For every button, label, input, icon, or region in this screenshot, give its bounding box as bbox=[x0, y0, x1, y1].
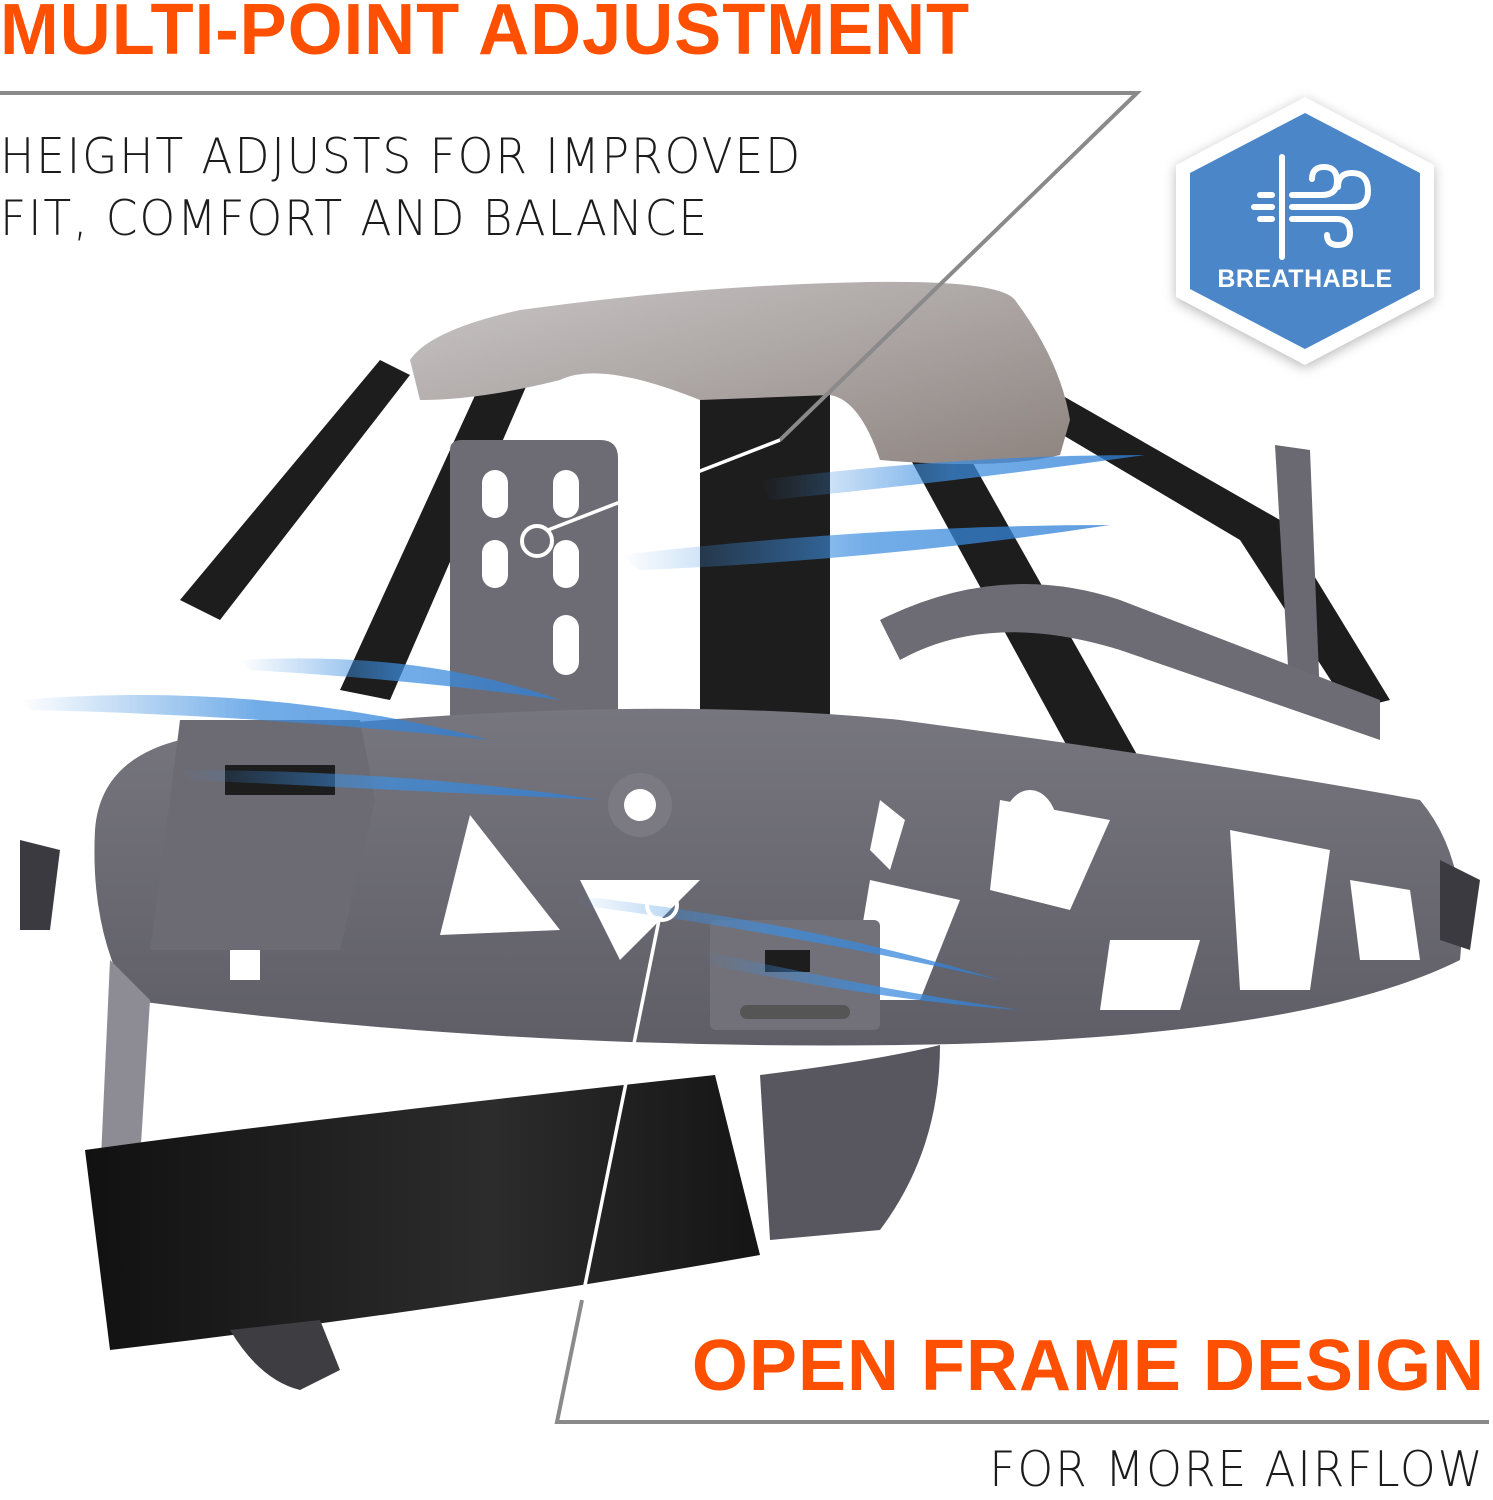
ratchet-strap bbox=[85, 1075, 760, 1350]
breathable-badge: BREATHABLE bbox=[1172, 95, 1438, 367]
callout-subtitle-open-frame: FOR MORE AIRFLOW bbox=[989, 1441, 1485, 1498]
subtitle-line-1: HEIGHT ADJUSTS FOR IMPROVED bbox=[0, 128, 803, 185]
wind-icon bbox=[1251, 154, 1372, 260]
crown-pad bbox=[410, 281, 1070, 464]
callout-ring-top bbox=[520, 524, 554, 558]
rear-strap-band bbox=[100, 960, 150, 1180]
top-rule bbox=[0, 91, 1142, 442]
badge-label: BREATHABLE bbox=[1217, 265, 1393, 293]
callout-ring-bottom bbox=[645, 888, 679, 922]
airflow-streaks bbox=[20, 455, 1145, 1010]
subtitle-line-2: FIT, COMFORT AND BALANCE bbox=[0, 190, 710, 247]
leader-lines bbox=[0, 91, 1489, 1424]
callout-title-multi-point: MULTI-POINT ADJUSTMENT bbox=[0, 0, 971, 70]
bottom-rule bbox=[554, 1299, 1489, 1424]
hexagon-badge-shape bbox=[1176, 97, 1434, 365]
callout-subtitle-multi-point: HEIGHT ADJUSTS FOR IMPROVED FIT, COMFORT… bbox=[0, 126, 802, 250]
callout-title-open-frame: OPEN FRAME DESIGN bbox=[691, 1326, 1485, 1406]
